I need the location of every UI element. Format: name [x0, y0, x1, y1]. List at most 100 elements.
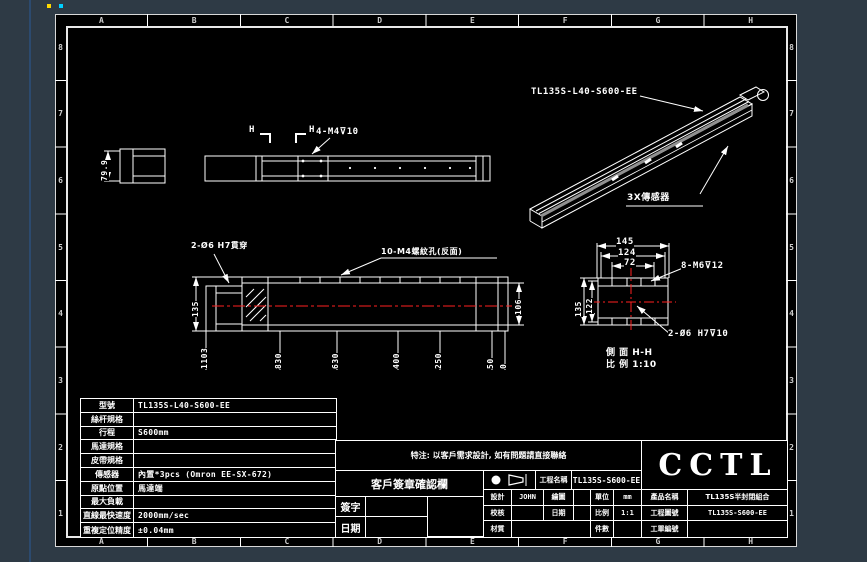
grid-numbers-left: 8 7 6 5 4 3 2 1: [55, 14, 66, 547]
third-angle-projection-icon: [491, 474, 526, 486]
dim-front-height-135: 135: [191, 301, 200, 317]
spec-label: 直線最快速度: [81, 509, 134, 524]
grid-letter: F: [562, 536, 568, 546]
grid-numbers-right: 8 7 6 5 4 3 2 1: [786, 14, 797, 547]
dim-side-122: 122: [585, 298, 594, 314]
grid-number: 3: [58, 375, 63, 385]
grid-letter: E: [469, 15, 475, 25]
title-block-center: 工程名稱 TL135S-S600-EE 設計 JOHN 繪圖 單位 mm 校核 …: [484, 471, 642, 537]
spec-value: ±0.04mm: [138, 525, 174, 535]
check-label: 校核: [484, 505, 512, 522]
grid-letters-bottom: A B C D E F G H: [55, 535, 797, 547]
product-name-label: 產品名稱: [642, 490, 688, 506]
spec-label: 傳感器: [81, 468, 134, 482]
frame-ticks: [55, 14, 797, 547]
label-front-tapped-holes: 10-M4螺紋孔(反面): [381, 247, 463, 256]
grid-letter: D: [377, 536, 383, 546]
dim-side-135: 135: [574, 301, 583, 317]
grid-number: 2: [58, 442, 63, 452]
sign-label: 簽字: [336, 497, 366, 517]
grid-letter: H: [748, 15, 754, 25]
project-name-label: 工程名稱: [536, 471, 572, 489]
dim-front-height-106: 106: [514, 299, 523, 315]
title-block-right: 產品名稱 TL135S半封閉組合 工程圖號 TL135S-S600-EE 工單編…: [642, 490, 787, 537]
spec-label: 最大負載: [81, 495, 134, 510]
drawing-no-label: 工程圖號: [642, 505, 688, 522]
material-value: [512, 521, 591, 537]
front-view-linework: [192, 253, 524, 370]
spec-table: 型號 TL135S-L40-S600-EE 絲杆規格 行程 S600mm 馬達規…: [80, 398, 337, 538]
ordinate-dim: 250: [434, 353, 443, 369]
grid-number: 1: [789, 509, 794, 519]
date-label: 日期: [336, 517, 366, 537]
grid-letters-top: A B C D E F G H: [55, 14, 797, 26]
label-front-dowel-holes: 2-Ø6 H7貫穿: [191, 241, 248, 250]
sign-stamp-cell: [428, 497, 483, 537]
spec-value: 內置*3pcs (Omron EE-SX-672): [134, 468, 336, 482]
yellow-artifact-dot: [47, 4, 51, 8]
label-iso-model: TL135S-L40-S600-EE: [531, 87, 638, 97]
ordinate-dim: 0: [499, 363, 508, 369]
order-no-label: 工單編號: [642, 521, 688, 537]
design-value: JOHN: [512, 490, 544, 506]
spec-label: 馬達規格: [81, 440, 134, 455]
grid-letter: H: [748, 536, 754, 546]
projection-symbol-cell: [484, 471, 536, 489]
dim-side-145: 145: [616, 237, 634, 247]
grid-number: 8: [58, 42, 63, 52]
unit-label: 單位: [591, 490, 614, 506]
ordinate-dim: 630: [331, 353, 340, 369]
logo-cell: CCTL: [642, 441, 787, 490]
date-value-cell: [366, 517, 428, 537]
grid-number: 2: [789, 442, 794, 452]
date-value: [574, 505, 591, 522]
draw-label: 繪圖: [544, 490, 574, 506]
design-label: 設計: [484, 490, 512, 506]
spec-value: TL135S-L40-S600-EE: [134, 399, 336, 413]
spec-value: [134, 454, 336, 468]
grid-number: 5: [789, 242, 794, 252]
grid-number: 4: [58, 309, 63, 319]
dim-top-view-width: 79.9: [100, 159, 109, 181]
drawing-no-value: TL135S-S600-EE: [688, 506, 787, 522]
grid-number: 4: [789, 309, 794, 319]
label-iso-sensors: 3X傳感器: [627, 193, 670, 203]
dim-side-72: 72: [624, 258, 636, 268]
label-side-m6-holes: 8-M6⊽12: [681, 261, 724, 271]
dim-side-124: 124: [618, 248, 636, 258]
spec-value: [134, 496, 336, 510]
cyan-artifact-dot: [59, 4, 63, 8]
grid-number: 3: [789, 375, 794, 385]
grid-number: 8: [789, 42, 794, 52]
qty-value: [614, 521, 641, 537]
spec-label: 型號: [81, 399, 134, 413]
customer-sign-title: 客戶簽章確認欄: [336, 471, 483, 497]
grid-letter: G: [655, 15, 661, 25]
ordinate-dim: 1103: [200, 347, 209, 369]
side-view-linework: [580, 243, 684, 335]
spec-label: 絲杆規格: [81, 412, 134, 427]
grid-number: 6: [789, 176, 794, 186]
grid-letter: D: [377, 15, 383, 25]
grid-number: 5: [58, 242, 63, 252]
spec-value: S600mm: [134, 427, 336, 441]
ordinate-dim: 830: [274, 353, 283, 369]
grid-letter: F: [562, 15, 568, 25]
title-block: 特注: 以客戶需求設計, 如有問題請直接聯絡 CCTL 客戶簽章確認欄 簽字 日…: [335, 440, 788, 538]
grid-number: 7: [789, 109, 794, 119]
grid-letter: C: [284, 536, 290, 546]
side-view-caption: 側 面 H-H: [606, 348, 653, 358]
customer-sign-block: 客戶簽章確認欄 簽字 日期: [336, 471, 484, 537]
section-letter-h-left: H: [249, 125, 255, 135]
ordinate-dim: 50: [486, 358, 495, 369]
grid-letter: B: [191, 536, 197, 546]
grid-number: 7: [58, 109, 63, 119]
sign-value-cell: [366, 497, 428, 517]
grid-letter: C: [284, 15, 290, 25]
product-name-value: TL135S半封閉組合: [688, 490, 787, 506]
spec-value: [134, 440, 336, 455]
grid-letter: A: [98, 15, 104, 25]
grid-letter: E: [469, 536, 475, 546]
label-4-m4-holes: 4-M4⊽10: [316, 127, 359, 137]
